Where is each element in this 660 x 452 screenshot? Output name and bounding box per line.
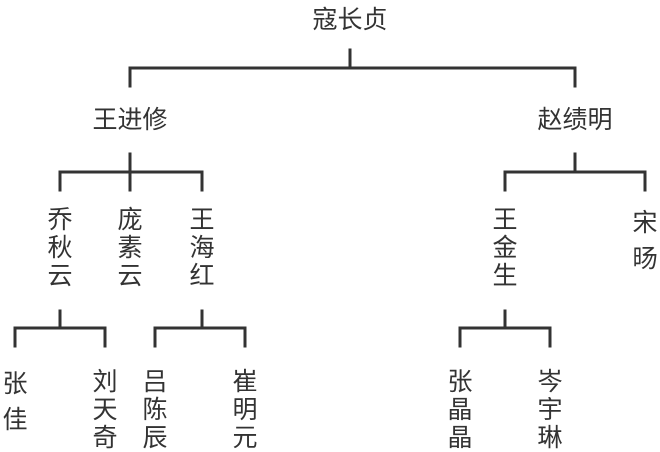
node-cen-yulin: 岑宇琳	[537, 367, 563, 452]
node-cui-mingyuan: 崔明元	[232, 367, 258, 452]
node-pang-suyun: 庞素云	[117, 205, 143, 290]
node-liu-tianqi: 刘天奇	[92, 367, 118, 452]
connector-wang-haihong	[153, 309, 247, 348]
node-wang-jinxiu: 王进修	[92, 105, 168, 134]
node-lv-chenchen: 吕陈辰	[142, 367, 168, 452]
connector-wang-jinxiu	[58, 152, 204, 192]
node-wang-jinsheng: 王金生	[492, 205, 518, 290]
node-root: 寇长贞	[312, 5, 388, 34]
node-wang-haihong: 王海红	[189, 205, 215, 290]
connector-root	[128, 48, 577, 88]
connector-wang-jinsheng	[458, 309, 552, 348]
node-qiao-qiuyun: 乔秋云	[47, 205, 73, 290]
connector-zhao-jiming	[503, 152, 647, 192]
node-zhang-jingjing: 张晶晶	[447, 367, 473, 452]
connector-qiao-qiuyun	[13, 309, 107, 348]
node-song-yang: 宋旸	[632, 208, 658, 273]
node-zhao-jiming: 赵绩明	[537, 105, 613, 134]
node-zhang-jia: 张佳	[2, 369, 28, 434]
